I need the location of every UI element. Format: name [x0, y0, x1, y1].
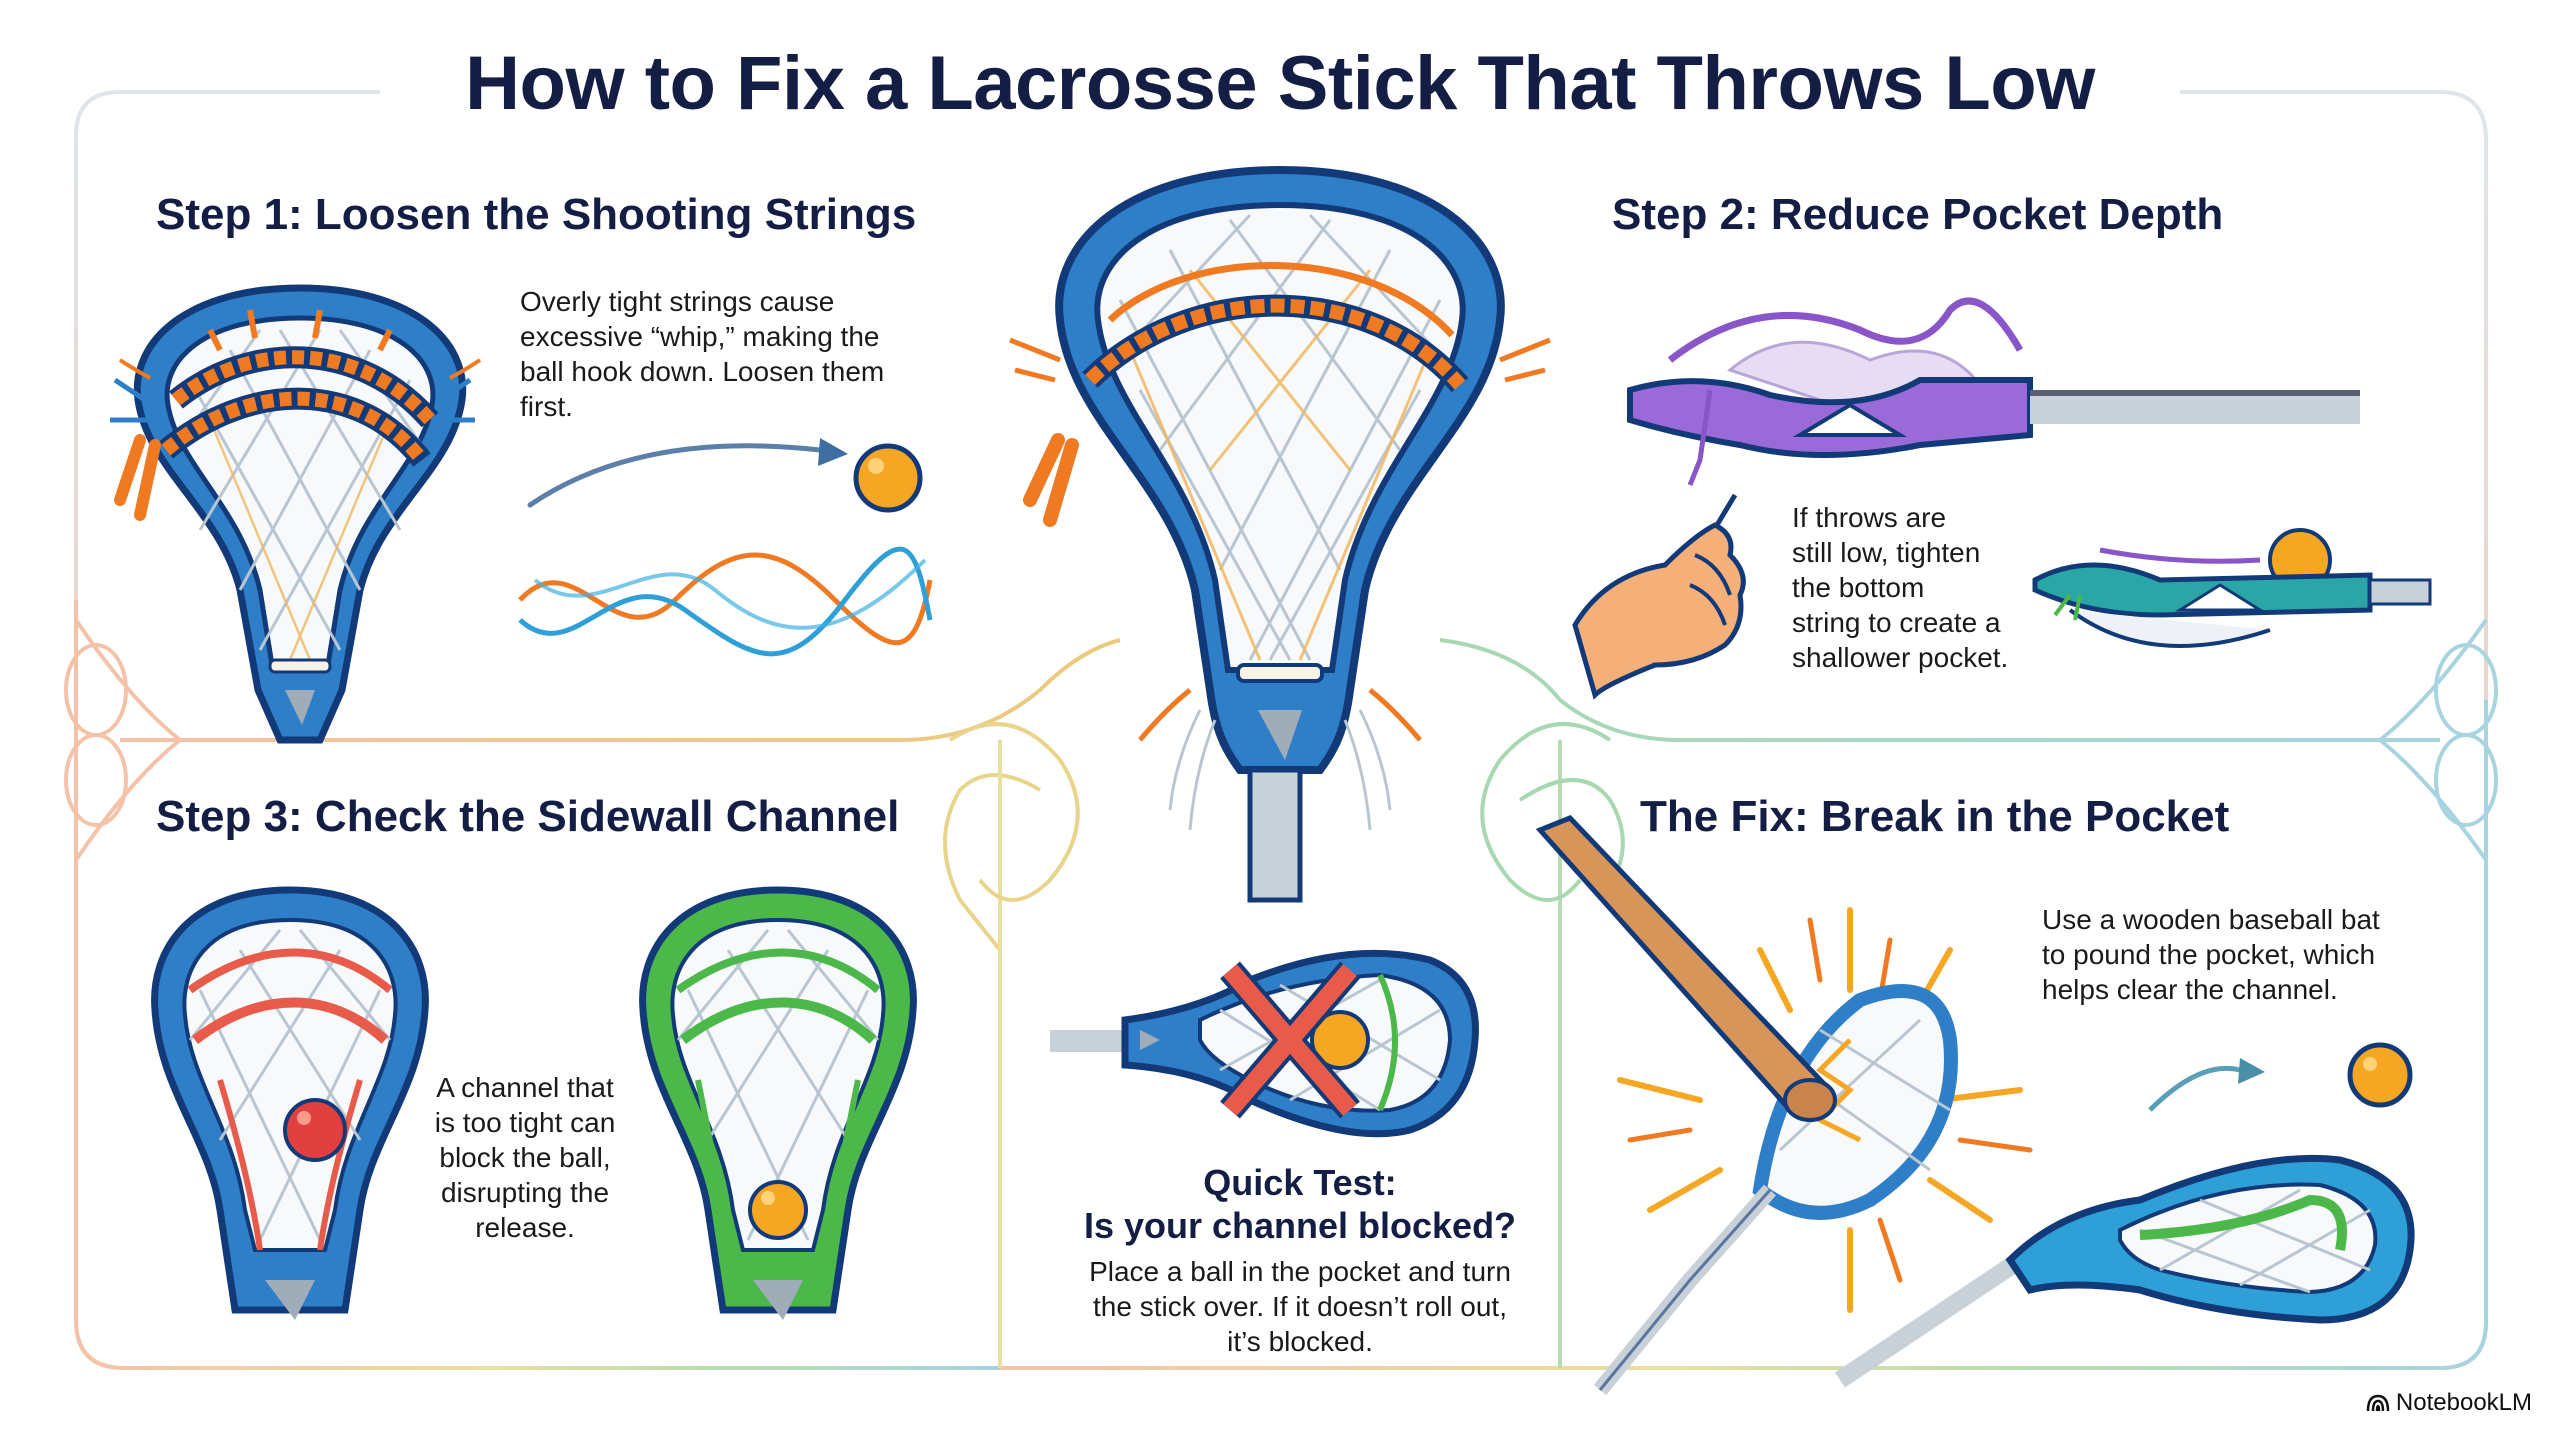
- quick-test-block: Quick Test: Is your channel blocked? Pla…: [1040, 1162, 1560, 1359]
- notebooklm-logo-icon: [2366, 1394, 2390, 1412]
- fix-description: Use a wooden baseball bat to pound the p…: [2042, 904, 2380, 1005]
- ball-trajectory-arrow-icon: [527, 438, 923, 513]
- step3-description: A channel that is too tight can block th…: [434, 1072, 616, 1243]
- quick-test-heading-2: Is your channel blocked?: [1083, 1205, 1517, 1246]
- sidewall-stick-teal-icon: [2032, 528, 2432, 648]
- bat-pounding-pocket-icon: [1535, 815, 2033, 1396]
- open-channel-stick-icon: [639, 886, 917, 1320]
- watermark-text: NotebookLM: [2395, 1389, 2532, 1416]
- clean-pocket-stick-icon: [1835, 1042, 2415, 1388]
- tight-channel-stick-icon: [151, 886, 429, 1320]
- step1-description: Overly tight strings cause excessive “wh…: [520, 286, 885, 422]
- left-knot-ornament: [64, 618, 182, 862]
- quick-test-heading-1: Quick Test:: [1203, 1162, 1397, 1203]
- page-title: How to Fix a Lacrosse Stick That Throws …: [465, 41, 2095, 126]
- center-lacrosse-stick-icon: [1009, 165, 1551, 903]
- center-right-knot: [1480, 722, 1612, 902]
- quick-test-description: Place a ball in the pocket and turn the …: [1089, 1256, 1511, 1357]
- right-knot-ornament: [2378, 618, 2498, 862]
- step1-heading: Step 1: Loosen the Shooting Strings: [156, 190, 917, 239]
- lacrosse-head-icon: [109, 284, 482, 744]
- blocked-channel-stick-icon: [1050, 949, 1479, 1138]
- sidewall-stick-purple-icon: [1627, 297, 2360, 486]
- wavy-strings-icon: [518, 546, 933, 657]
- fix-heading: The Fix: Break in the Pocket: [1640, 792, 2230, 841]
- step2-description: If throws are still low, tighten the bot…: [1792, 502, 2009, 673]
- hand-pulling-string-icon: [1572, 493, 1746, 700]
- notebooklm-watermark: NotebookLM: [2366, 1389, 2532, 1417]
- step3-heading: Step 3: Check the Sidewall Channel: [156, 792, 900, 841]
- step2-heading: Step 2: Reduce Pocket Depth: [1612, 190, 2224, 239]
- center-left-knot: [948, 722, 1080, 902]
